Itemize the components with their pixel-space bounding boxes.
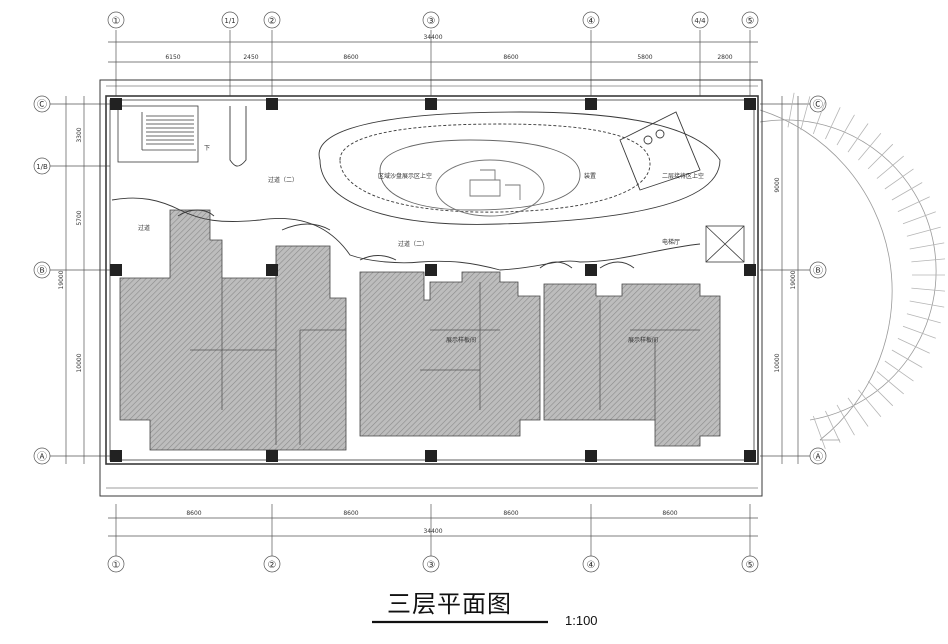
dim-left-seg-2: 5700 — [76, 210, 83, 225]
column — [585, 98, 597, 110]
dim-left-total: 19000 — [58, 270, 65, 289]
room-corridor: 过道 — [138, 224, 150, 232]
dim-bottom-seg-1: 8600 — [186, 510, 201, 517]
axis-top-4: ④ — [587, 16, 596, 27]
dim-top-seg-6: 2800 — [717, 54, 732, 61]
column — [110, 450, 122, 462]
left-axis-labels: Ⓒ 1/B Ⓑ Ⓐ 19000 3300 5700 10000 — [36, 99, 83, 463]
column — [110, 98, 122, 110]
stair-down-label: 下 — [204, 145, 210, 152]
axis-right-b: Ⓑ — [813, 265, 823, 277]
axis-bottom-5: ⑤ — [746, 560, 755, 571]
dim-bottom-seg-4: 8600 — [662, 510, 677, 517]
drawing-scale: 1:100 — [565, 613, 598, 628]
room-corridor-2a: 过道（二） — [268, 176, 298, 184]
top-dimensions: 34400 6150 2450 8600 8600 5800 2800 — [165, 34, 732, 61]
room-corridor-2b: 过道（二） — [398, 240, 428, 248]
room-sample-left: 展示样板间 — [446, 336, 476, 344]
axis-bottom-3: ③ — [427, 560, 436, 571]
dim-top-seg-4: 8600 — [503, 54, 518, 61]
column — [585, 450, 597, 462]
dim-left-seg-1: 3300 — [76, 127, 83, 142]
dim-right-seg-2: 10000 — [774, 353, 781, 372]
axis-bottom-1: ① — [112, 560, 121, 571]
room-labels: 过道（二） 过道（二） 过道 区域沙盘展示区上空 装置 二层接待区上空 电梯厅 … — [138, 172, 704, 344]
column — [266, 264, 278, 276]
column — [744, 98, 756, 110]
stairwell — [117, 105, 199, 163]
column — [425, 264, 437, 276]
dim-right-total: 19000 — [790, 270, 797, 289]
axis-right-a: Ⓐ — [813, 451, 823, 463]
axis-bottom-2: ② — [268, 560, 277, 571]
room-elevator-hall: 电梯厅 — [662, 238, 680, 246]
room-sample-right: 展示样板间 — [628, 336, 658, 344]
dim-left-seg-3: 10000 — [76, 353, 83, 372]
dim-bottom-seg-3: 8600 — [503, 510, 518, 517]
column — [744, 450, 756, 462]
dim-bottom-seg-2: 8600 — [343, 510, 358, 517]
top-axis-labels: ① 1/1 ② ③ ④ 4/4 ⑤ — [112, 16, 755, 27]
axis-bottom-4: ④ — [587, 560, 596, 571]
axis-left-1b: 1/B — [36, 163, 48, 171]
curved-walls — [111, 106, 721, 271]
axis-right-c: Ⓒ — [813, 99, 823, 111]
spiral-staircase — [759, 92, 946, 449]
column — [110, 264, 122, 276]
column — [585, 264, 597, 276]
room-reception-above: 二层接待区上空 — [662, 172, 704, 180]
room-install: 装置 — [584, 172, 596, 180]
dim-right-seg-1: 9000 — [774, 177, 781, 192]
column — [744, 264, 756, 276]
dim-top-seg-3: 8600 — [343, 54, 358, 61]
axis-left-c: Ⓒ — [37, 99, 47, 111]
sample-units — [119, 209, 721, 451]
axis-top-4-4: 4/4 — [694, 17, 706, 25]
drawing-title: 三层平面图 — [387, 590, 512, 618]
elevator — [705, 225, 745, 263]
room-exhibit-above: 区域沙盘展示区上空 — [378, 172, 432, 180]
dim-bottom-total: 34400 — [423, 528, 442, 535]
axis-top-5: ⑤ — [746, 16, 755, 27]
structural-columns — [110, 98, 756, 462]
dim-top-seg-5: 5800 — [637, 54, 652, 61]
top-axis-grid — [107, 11, 759, 96]
bottom-axis-grid — [107, 504, 759, 573]
dim-top-total: 34400 — [423, 34, 442, 41]
axis-left-b: Ⓑ — [37, 265, 47, 277]
bottom-axis-labels: 8600 8600 8600 8600 34400 ① ② ③ ④ ⑤ — [112, 510, 755, 571]
right-axis-grid — [760, 95, 827, 465]
left-axis-grid — [33, 95, 110, 465]
dim-top-seg-2: 2450 — [243, 54, 258, 61]
axis-top-3: ③ — [427, 16, 436, 27]
column — [425, 450, 437, 462]
dim-top-seg-1: 6150 — [165, 54, 180, 61]
sample-unit-walls — [190, 278, 700, 445]
axis-top-2: ② — [268, 16, 277, 27]
column — [266, 450, 278, 462]
column — [425, 98, 437, 110]
column — [266, 98, 278, 110]
axis-left-a: Ⓐ — [37, 451, 47, 463]
right-axis-labels: Ⓒ Ⓑ Ⓐ 19000 9000 10000 — [774, 99, 823, 463]
axis-top-1: ① — [112, 16, 121, 27]
axis-top-1-1: 1/1 — [224, 17, 235, 25]
